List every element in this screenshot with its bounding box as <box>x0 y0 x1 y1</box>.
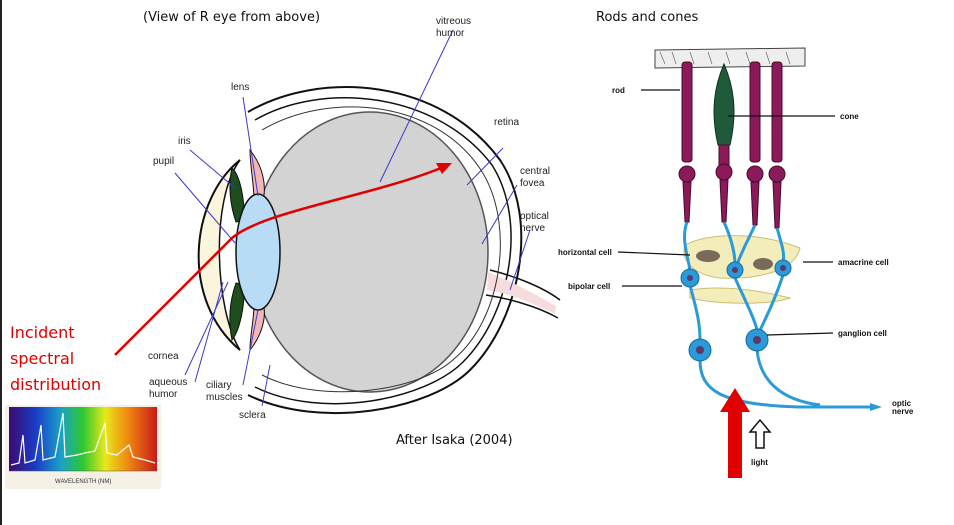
red-arrow-shaft <box>728 410 742 478</box>
cone-label: cone <box>840 112 859 121</box>
rod-label: rod <box>612 86 625 95</box>
horizontal-cell-label: horizontal cell <box>558 248 612 257</box>
amacrine-cell-label: amacrine cell <box>838 258 889 267</box>
bipolar-cell-label: bipolar cell <box>568 282 610 291</box>
light-arrow-icon <box>750 420 770 448</box>
optic-nerve-label-2: nerve <box>892 407 914 416</box>
light-label: light <box>751 458 768 467</box>
red-arrow-head-icon <box>720 388 750 412</box>
ganglion-cell-label: ganglion cell <box>838 329 887 338</box>
